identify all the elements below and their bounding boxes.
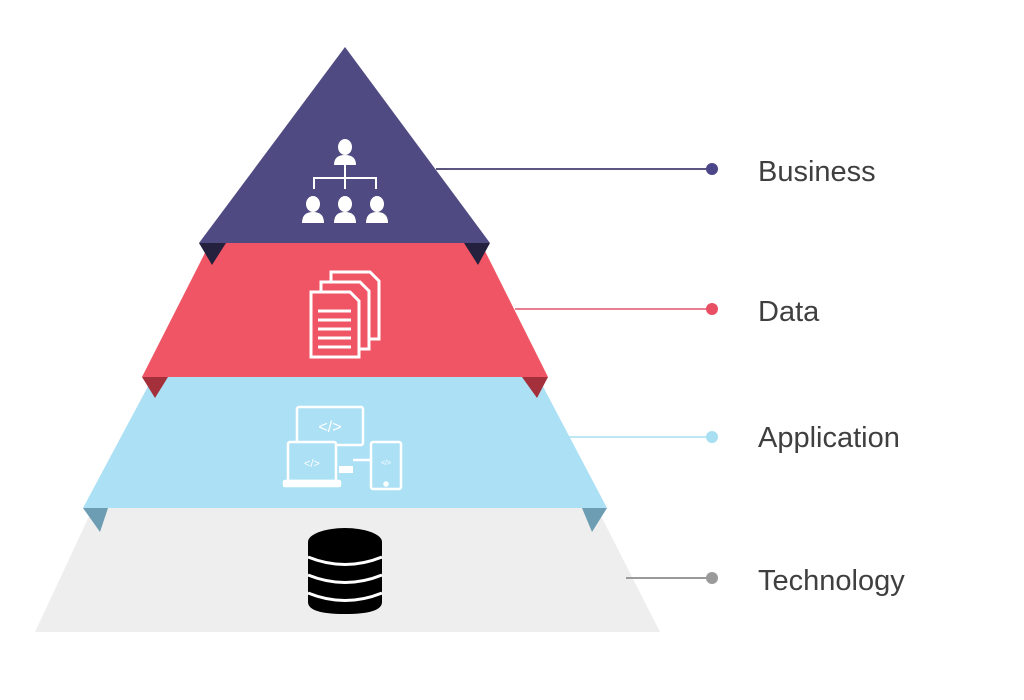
person-icon-top <box>334 139 356 165</box>
tablet-icon <box>369 440 403 491</box>
fold-data-left <box>142 377 168 398</box>
svg-text:</>: </> <box>381 460 391 467</box>
person-icon-left <box>302 196 324 223</box>
fold-application-right <box>582 508 607 532</box>
fold-business-left <box>199 243 226 265</box>
connector-dot-business <box>706 163 718 175</box>
person-icon-right <box>366 196 388 223</box>
person-icon-middle <box>334 196 356 223</box>
devices-code-icon: </> </> </> <box>282 405 403 491</box>
fold-business-right <box>464 243 490 265</box>
svg-text:</>: </> <box>318 419 341 436</box>
connector-dot-data <box>706 303 718 315</box>
documents-icon <box>309 270 381 359</box>
database-icon <box>307 528 383 614</box>
connector-dot-application <box>706 431 718 443</box>
svg-text:</>: </> <box>304 458 320 470</box>
org-chart-icon <box>302 139 388 223</box>
fold-application-left <box>83 508 108 532</box>
label-technology: Technology <box>758 565 905 597</box>
label-business: Business <box>758 156 876 188</box>
tier-application <box>83 377 607 508</box>
label-application: Application <box>758 422 900 454</box>
label-data: Data <box>758 296 820 328</box>
connector-dot-technology <box>706 572 718 584</box>
fold-data-right <box>522 377 548 398</box>
